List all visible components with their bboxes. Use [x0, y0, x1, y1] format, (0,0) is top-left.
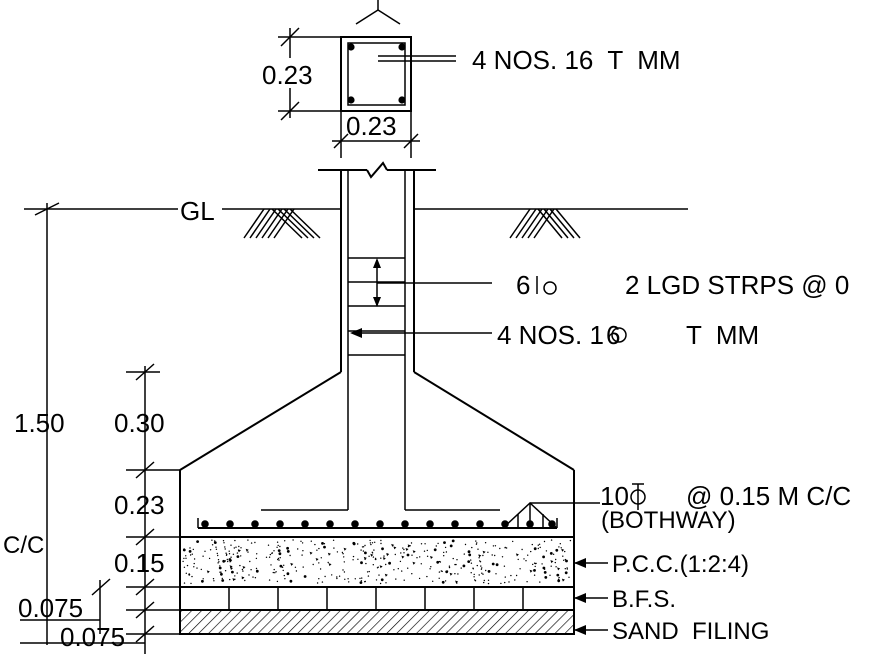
bfs-thickness-label: 0.075 [18, 593, 83, 623]
sand-thickness-label: 0.075 [60, 622, 125, 652]
gl-label: GL [180, 196, 215, 226]
bfs-layer [179, 586, 575, 611]
sand-label: SAND FILING [612, 618, 769, 645]
bfs-label: B.F.S. [612, 586, 676, 613]
column-elevation [261, 161, 500, 511]
column-size-horizontal-dim: 0.23 [332, 111, 420, 158]
column-bars-dia-label: 6 [606, 320, 620, 350]
sand-callout: SAND FILING [574, 618, 769, 645]
ground-hatch-left [243, 208, 321, 239]
mesh-spacing-label: @ 0.15 M C/C [686, 481, 851, 511]
depth-label: 1.50 [14, 408, 65, 438]
footing-thickness-label: 0.23 [114, 490, 165, 520]
column-size-vertical-dim: 0.23 [262, 27, 341, 121]
pcc-thickness-label: 0.15 [114, 548, 165, 578]
pcc-speckle [182, 539, 572, 585]
stirrups-size-label: 6 [516, 270, 530, 300]
column-bars-tail-label: T MM [686, 320, 759, 350]
column-bars-count-label: 4 NOS. 1 [497, 320, 604, 350]
column-size-horizontal-label: 0.23 [346, 111, 397, 141]
footing-dimension-chain: 0.30 0.23 0.15 0.075 0.075 [18, 363, 180, 654]
column-size-vertical-label: 0.23 [262, 60, 313, 90]
column-cross-section: 4 NOS. 16 T MM [340, 0, 681, 112]
pcc-layer [179, 536, 575, 588]
stirrups-callout: 6 2 LGD STRPS @ 0 [373, 258, 849, 307]
column-bars-callout: 4 NOS. 1 6 T MM [350, 320, 759, 350]
mesh-callout: 10 @ 0.15 M C/C (BOTHWAY) [502, 481, 851, 534]
sand-layer [179, 609, 575, 635]
ground-line: GL [24, 196, 688, 239]
pedestal-slope-label: 0.30 [114, 408, 165, 438]
column-bars-label: 4 NOS. 16 T MM [472, 45, 681, 75]
pcc-label: P.C.C.(1:2:4) [612, 551, 749, 578]
cc-label: C/C [3, 532, 44, 559]
pcc-callout: P.C.C.(1:2:4) [574, 551, 749, 578]
bfs-callout: B.F.S. [574, 586, 676, 613]
footing-body [179, 371, 575, 537]
bottom-bars [201, 520, 556, 528]
stirrups-spacing-label: 2 LGD STRPS @ 0 [625, 270, 849, 300]
mesh-note-label: (BOTHWAY) [601, 507, 736, 534]
depth-dimension: 1.50 C/C [3, 202, 65, 645]
mesh-size-label: 10 [600, 481, 629, 511]
ground-hatch-right [509, 208, 581, 239]
